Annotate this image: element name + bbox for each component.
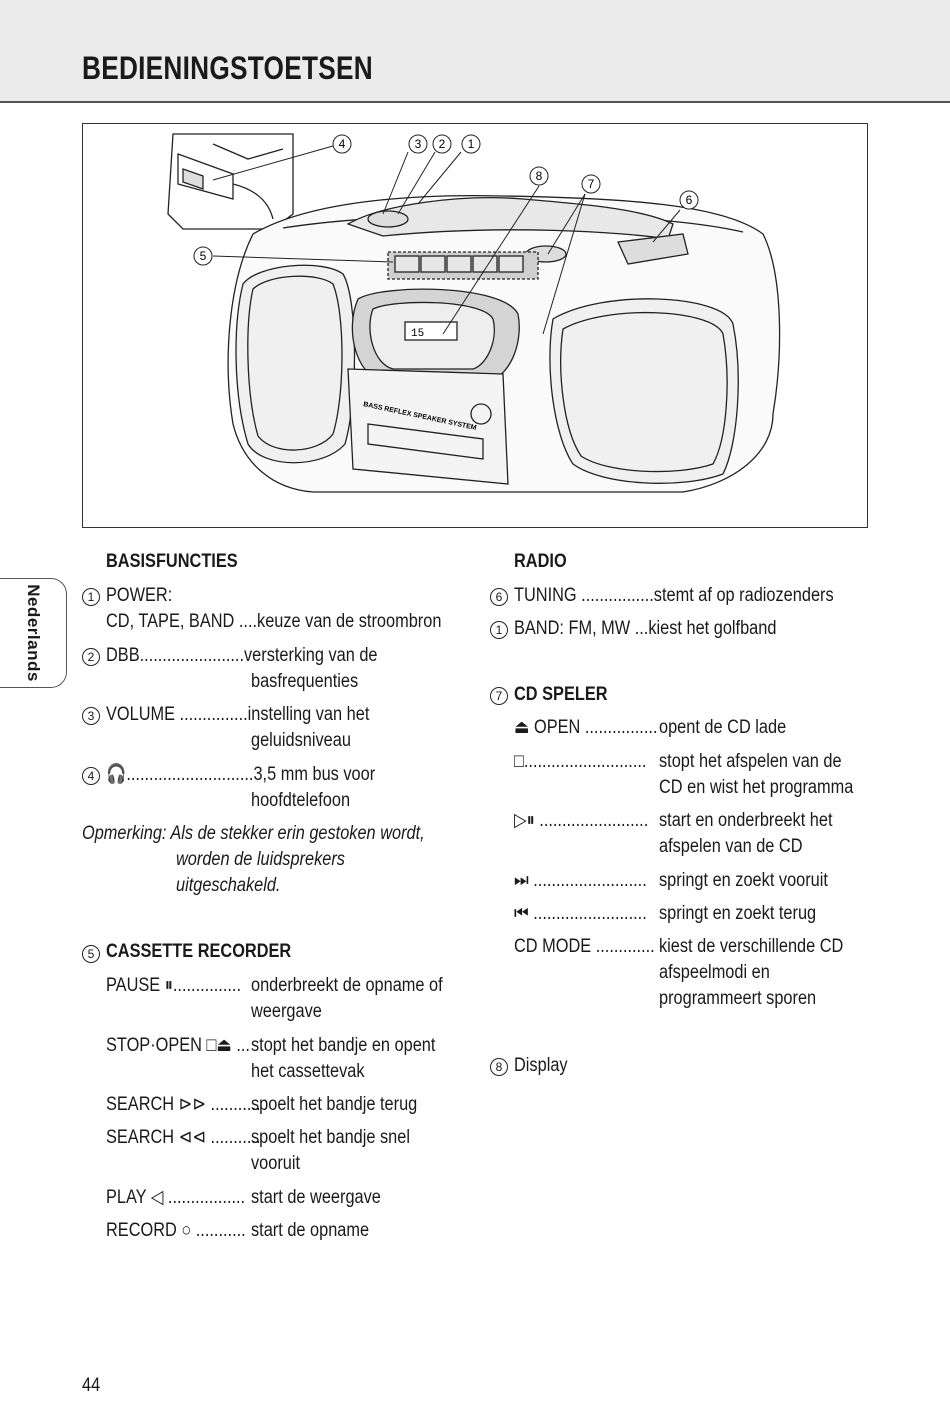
cd-stop-desc: stopt het afspelen van de	[659, 751, 842, 772]
dbb-desc: basfrequenties	[251, 671, 359, 692]
stop-open-label: STOP·OPEN □⏏ ...	[106, 1035, 250, 1056]
page-title: BEDIENINGSTOETSEN	[82, 50, 373, 86]
headphone-desc: hoofdtelefoon	[251, 790, 351, 811]
cd-mode-desc: afspeelmodi en	[659, 962, 770, 983]
cassette-heading: CASSETTE RECORDER	[106, 941, 292, 962]
boombox-drawing: 15 BASS REFLEX SPEAKER SYSTEM 4 3 2 1 8	[167, 133, 781, 493]
search-rev-label: SEARCH ⊲⊲ ...........	[106, 1127, 261, 1148]
pause-desc: weergave	[251, 1001, 322, 1022]
cd-open-desc: opent de CD lade	[659, 717, 787, 738]
cd-prev-label: ⏮ .........................	[514, 903, 647, 924]
note-line: Opmerking: Als de stekker erin gestoken …	[82, 823, 425, 844]
cd-next-desc: springt en zoekt vooruit	[659, 870, 828, 891]
cd-play-label: ▷⏸ ........................	[514, 810, 649, 831]
pause-label: PAUSE ⏸...............	[106, 975, 241, 996]
basisfuncties-heading: BASISFUNCTIES	[106, 551, 238, 572]
item-number: 5	[82, 945, 100, 963]
play-desc: start de weergave	[251, 1187, 381, 1208]
cd-open-label: ⏏ OPEN ................	[514, 717, 658, 738]
power-desc: CD, TAPE, BAND ....keuze van de stroombr…	[106, 611, 442, 632]
play-label: PLAY ◁ .................	[106, 1187, 246, 1208]
callout-7: 7	[588, 177, 595, 191]
dbb-label: DBB.......................versterking va…	[106, 645, 378, 666]
cd-prev-desc: springt en zoekt terug	[659, 903, 817, 924]
device-illustration: 15 BASS REFLEX SPEAKER SYSTEM 4 3 2 1 8	[82, 123, 868, 528]
cd-stop-label: □...........................	[514, 751, 647, 772]
item-number: 2	[82, 648, 100, 666]
pause-desc: onderbreekt de opname of	[251, 975, 443, 996]
callout-3: 3	[415, 137, 422, 151]
page-header: BEDIENINGSTOETSEN	[0, 0, 950, 103]
item-number: 1	[82, 588, 100, 606]
item-number: 6	[490, 588, 508, 606]
record-label: RECORD ○ ...........	[106, 1220, 246, 1241]
record-desc: start de opname	[251, 1220, 370, 1241]
item-number: 8	[490, 1058, 508, 1076]
callout-1: 1	[468, 137, 475, 151]
note-line: worden de luidsprekers	[176, 849, 345, 870]
item-number: 4	[82, 767, 100, 785]
stop-open-desc: het cassettevak	[251, 1061, 365, 1082]
item-number: 7	[490, 687, 508, 705]
callout-4: 4	[339, 137, 346, 151]
cd-mode-desc: kiest de verschillende CD	[659, 936, 844, 957]
band-line: BAND: FM, MW ...kiest het golfband	[514, 618, 777, 639]
cd-play-desc: afspelen van de CD	[659, 836, 803, 857]
headphone-label: 🎧............................3,5 mm bus …	[106, 764, 376, 785]
display-line: Display	[514, 1055, 568, 1076]
search-fwd-desc: spoelt het bandje terug	[251, 1094, 418, 1115]
cd-mode-desc: programmeert sporen	[659, 988, 817, 1009]
cd-next-label: ⏭ .........................	[514, 870, 647, 891]
cd-mode-label: CD MODE .............	[514, 936, 655, 957]
callout-5: 5	[200, 249, 207, 263]
callout-2: 2	[439, 137, 446, 151]
stop-open-desc: stopt het bandje en opent	[251, 1035, 436, 1056]
search-rev-desc: spoelt het bandje snel	[251, 1127, 410, 1148]
cd-stop-desc: CD en wist het programma	[659, 777, 854, 798]
language-tab-label: Nederlands	[24, 584, 43, 682]
page-number: 44	[82, 1375, 101, 1396]
callout-6: 6	[686, 193, 693, 207]
cd-heading: CD SPELER	[514, 684, 608, 705]
volume-label: VOLUME ...............instelling van het	[106, 704, 370, 725]
callout-8: 8	[536, 169, 543, 183]
note-line: uitgeschakeld.	[176, 875, 281, 896]
search-fwd-label: SEARCH ⊳⊳ ...........	[106, 1094, 261, 1115]
tuning-line: TUNING ................stemt af op radio…	[514, 585, 834, 606]
item-number: 3	[82, 707, 100, 725]
search-rev-desc: vooruit	[251, 1153, 301, 1174]
language-tab: Nederlands	[0, 578, 67, 688]
volume-desc: geluidsniveau	[251, 730, 351, 751]
cd-play-desc: start en onderbreekt het	[659, 810, 833, 831]
display-readout: 15	[411, 328, 424, 340]
item-number: 1	[490, 621, 508, 639]
power-label: POWER:	[106, 585, 173, 606]
radio-heading: RADIO	[514, 551, 567, 572]
